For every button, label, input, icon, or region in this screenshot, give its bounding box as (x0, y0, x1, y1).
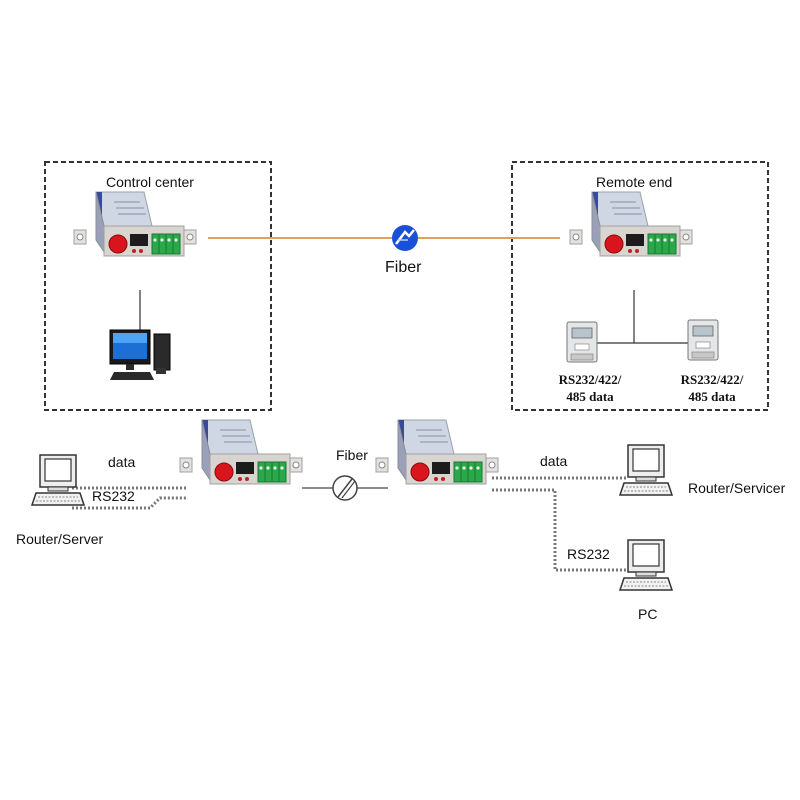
left-rs232-label: RS232 (92, 488, 135, 504)
control-center-box (44, 161, 272, 411)
bottom-right-converter-icon (375, 419, 499, 485)
electric-meter-icon-left (566, 321, 598, 363)
right-router-servicer-terminal-icon (619, 444, 673, 496)
left-data-label: data (108, 454, 136, 470)
fiber-symbol-icon (392, 225, 418, 251)
remote-end-box (511, 161, 769, 411)
left-router-server-terminal-icon (31, 454, 85, 506)
electric-meter-icon-right (687, 319, 719, 361)
meter-right-label-line1: RS232/422/ (680, 372, 744, 387)
meter-left-label-line2: 485 data (566, 389, 614, 404)
right-bottom-device-label: PC (638, 606, 658, 622)
bottom-left-converter-icon (179, 419, 303, 485)
remote-end-converter-icon (569, 191, 693, 257)
meter-left-label: RS232/422/ 485 data (552, 371, 628, 405)
left-rs232-link (72, 496, 188, 510)
meter-right-label: RS232/422/ 485 data (671, 371, 753, 405)
right-top-device-label: Router/Servicer (688, 480, 786, 496)
desktop-computer-icon (109, 329, 171, 380)
left-device-label: Router/Server (16, 531, 104, 547)
meter-left-label-line1: RS232/422/ (558, 372, 622, 387)
bottom-fiber-label: Fiber (336, 447, 368, 463)
right-data-label: data (540, 453, 568, 469)
control-center-converter-icon (73, 191, 197, 257)
right-rs232-label: RS232 (567, 546, 610, 562)
control-center-label: Control center (106, 174, 194, 190)
right-pc-terminal-icon (619, 539, 673, 591)
top-fiber-label: Fiber (385, 259, 422, 276)
bottom-fiber-symbol-icon (332, 475, 358, 501)
meter-right-label-line2: 485 data (688, 389, 736, 404)
remote-end-label: Remote end (596, 174, 673, 190)
